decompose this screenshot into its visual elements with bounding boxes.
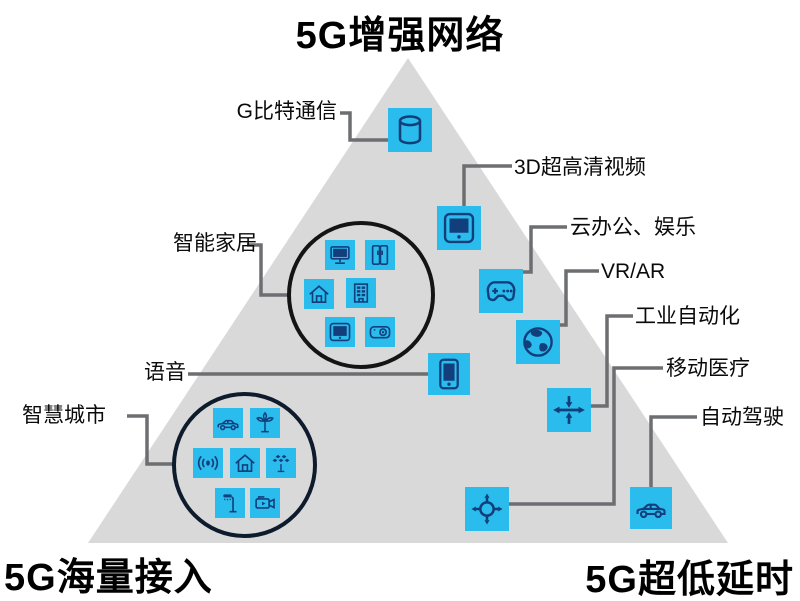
solar-panel-icon	[266, 448, 296, 478]
label-vr-ar: VR/AR	[601, 260, 666, 283]
smart-home-circle	[287, 221, 435, 369]
refrigerator-icon	[365, 240, 395, 270]
smartphone-icon	[428, 353, 470, 395]
connector-cloud-office	[523, 225, 567, 274]
smart-city-circle	[172, 392, 317, 538]
desktop-monitor-icon	[325, 240, 355, 270]
city-house-icon	[230, 448, 260, 478]
gamepad-icon	[479, 269, 523, 313]
title-enhanced-network: 5G增强网络	[295, 15, 505, 57]
title-ultra-low-latency: 5G超低延时	[585, 559, 794, 601]
label-smart-home: 智能家居	[173, 232, 257, 255]
label-auto-driving: 自动驾驶	[700, 406, 784, 429]
label-smart-city: 智慧城市	[22, 404, 106, 427]
tablet-screen-icon	[437, 206, 481, 250]
house-icon	[304, 279, 334, 309]
building-icon	[346, 278, 376, 308]
city-car-icon	[213, 408, 243, 438]
arrows-cross-icon	[547, 388, 591, 432]
connector-video3d	[462, 164, 512, 207]
camera-icon	[365, 317, 395, 347]
title-massive-access: 5G海量接入	[4, 557, 213, 599]
wind-turbine-icon	[250, 408, 280, 438]
connector-mobile-medical	[509, 366, 663, 506]
street-lamp-icon	[215, 488, 245, 518]
arrows-out-circle-icon	[465, 487, 509, 531]
connector-smart-home	[247, 243, 288, 297]
connector-smart-city	[127, 414, 173, 466]
video-camera-icon	[250, 488, 280, 518]
label-voice: 语音	[144, 361, 186, 384]
label-video3d: 3D超高清视频	[514, 156, 646, 179]
wireless-sensor-icon	[193, 448, 223, 478]
label-gbit: G比特通信	[236, 100, 337, 123]
label-industrial: 工业自动化	[635, 305, 740, 328]
connector-industrial	[591, 314, 633, 408]
database-icon	[388, 108, 432, 152]
label-mobile-medical: 移动医疗	[666, 357, 750, 380]
tablet-icon	[325, 317, 355, 347]
label-cloud-office: 云办公、娱乐	[570, 216, 696, 239]
car-icon	[630, 487, 672, 529]
connector-auto-driving	[649, 415, 697, 488]
connector-vr-ar	[560, 269, 599, 327]
connector-gbit	[340, 111, 388, 142]
globe-icon	[516, 320, 560, 364]
